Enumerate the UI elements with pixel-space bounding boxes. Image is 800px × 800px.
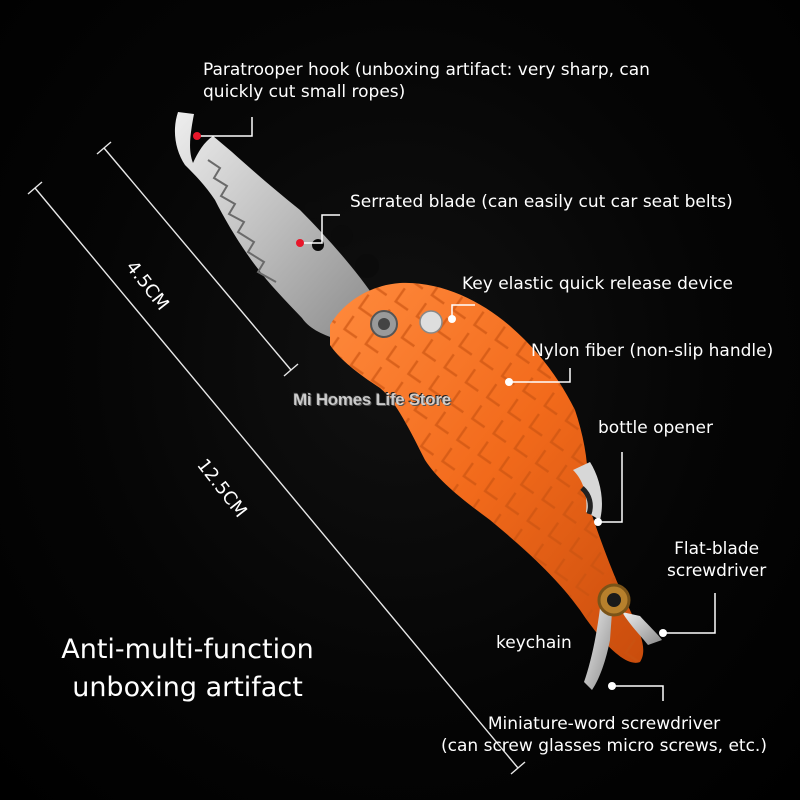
- callout-serrated-marker: [296, 214, 340, 247]
- store-watermark: Mi Homes Life Store: [293, 390, 451, 409]
- callout-bottle-opener-marker: [594, 452, 623, 526]
- callout-hook-line2: quickly cut small ropes): [203, 82, 406, 102]
- callout-hook-line1: Paratrooper hook (unboxing artifact: ver…: [203, 60, 650, 80]
- callout-mini-screwdriver-marker: [608, 682, 664, 701]
- callout-flat-blade-line1: Flat-blade: [674, 539, 760, 559]
- nylon-handle: [330, 282, 644, 663]
- callout-flat-blade-line2: screwdriver: [667, 561, 767, 581]
- callout-keychain-label: keychain: [496, 633, 572, 653]
- screwdriver-tools: [584, 608, 662, 690]
- callout-nylon-marker: [505, 368, 571, 386]
- callout-flat-blade-label: Flat-blade screwdriver: [667, 538, 766, 582]
- bottle-opener: [573, 462, 602, 520]
- callout-quick-release-label: Key elastic quick release device: [462, 274, 733, 294]
- callout-serrated-label: Serrated blade (can easily cut car seat …: [350, 192, 733, 212]
- product-headline: Anti-multi-function unboxing artifact: [50, 631, 325, 707]
- serrated-blade: [174, 112, 379, 340]
- callout-bottle-opener-label: bottle opener: [598, 418, 713, 438]
- callout-mini-screwdriver-line2: (can screw glasses micro screws, etc.): [441, 736, 767, 756]
- callout-quick-release-marker: [448, 304, 475, 323]
- headline-line1: Anti-multi-function: [61, 634, 314, 665]
- callout-mini-screwdriver-line1: Miniature-word screwdriver: [487, 714, 721, 734]
- callout-flat-blade-marker: [659, 593, 716, 637]
- callout-hook-label: Paratrooper hook (unboxing artifact: ver…: [203, 59, 650, 103]
- callout-nylon-label: Nylon fiber (non-slip handle): [531, 341, 774, 361]
- callout-hook-marker: [193, 117, 253, 140]
- pivot-screw: [370, 310, 398, 338]
- dimension-line-total: [27, 181, 526, 775]
- callout-mini-screwdriver-label: Miniature-word screwdriver (can screw gl…: [430, 713, 778, 757]
- quick-release-button: [419, 310, 443, 334]
- keychain-ring: [597, 583, 631, 617]
- headline-line2: unboxing artifact: [72, 672, 303, 703]
- dimension-line-blade: [96, 141, 299, 377]
